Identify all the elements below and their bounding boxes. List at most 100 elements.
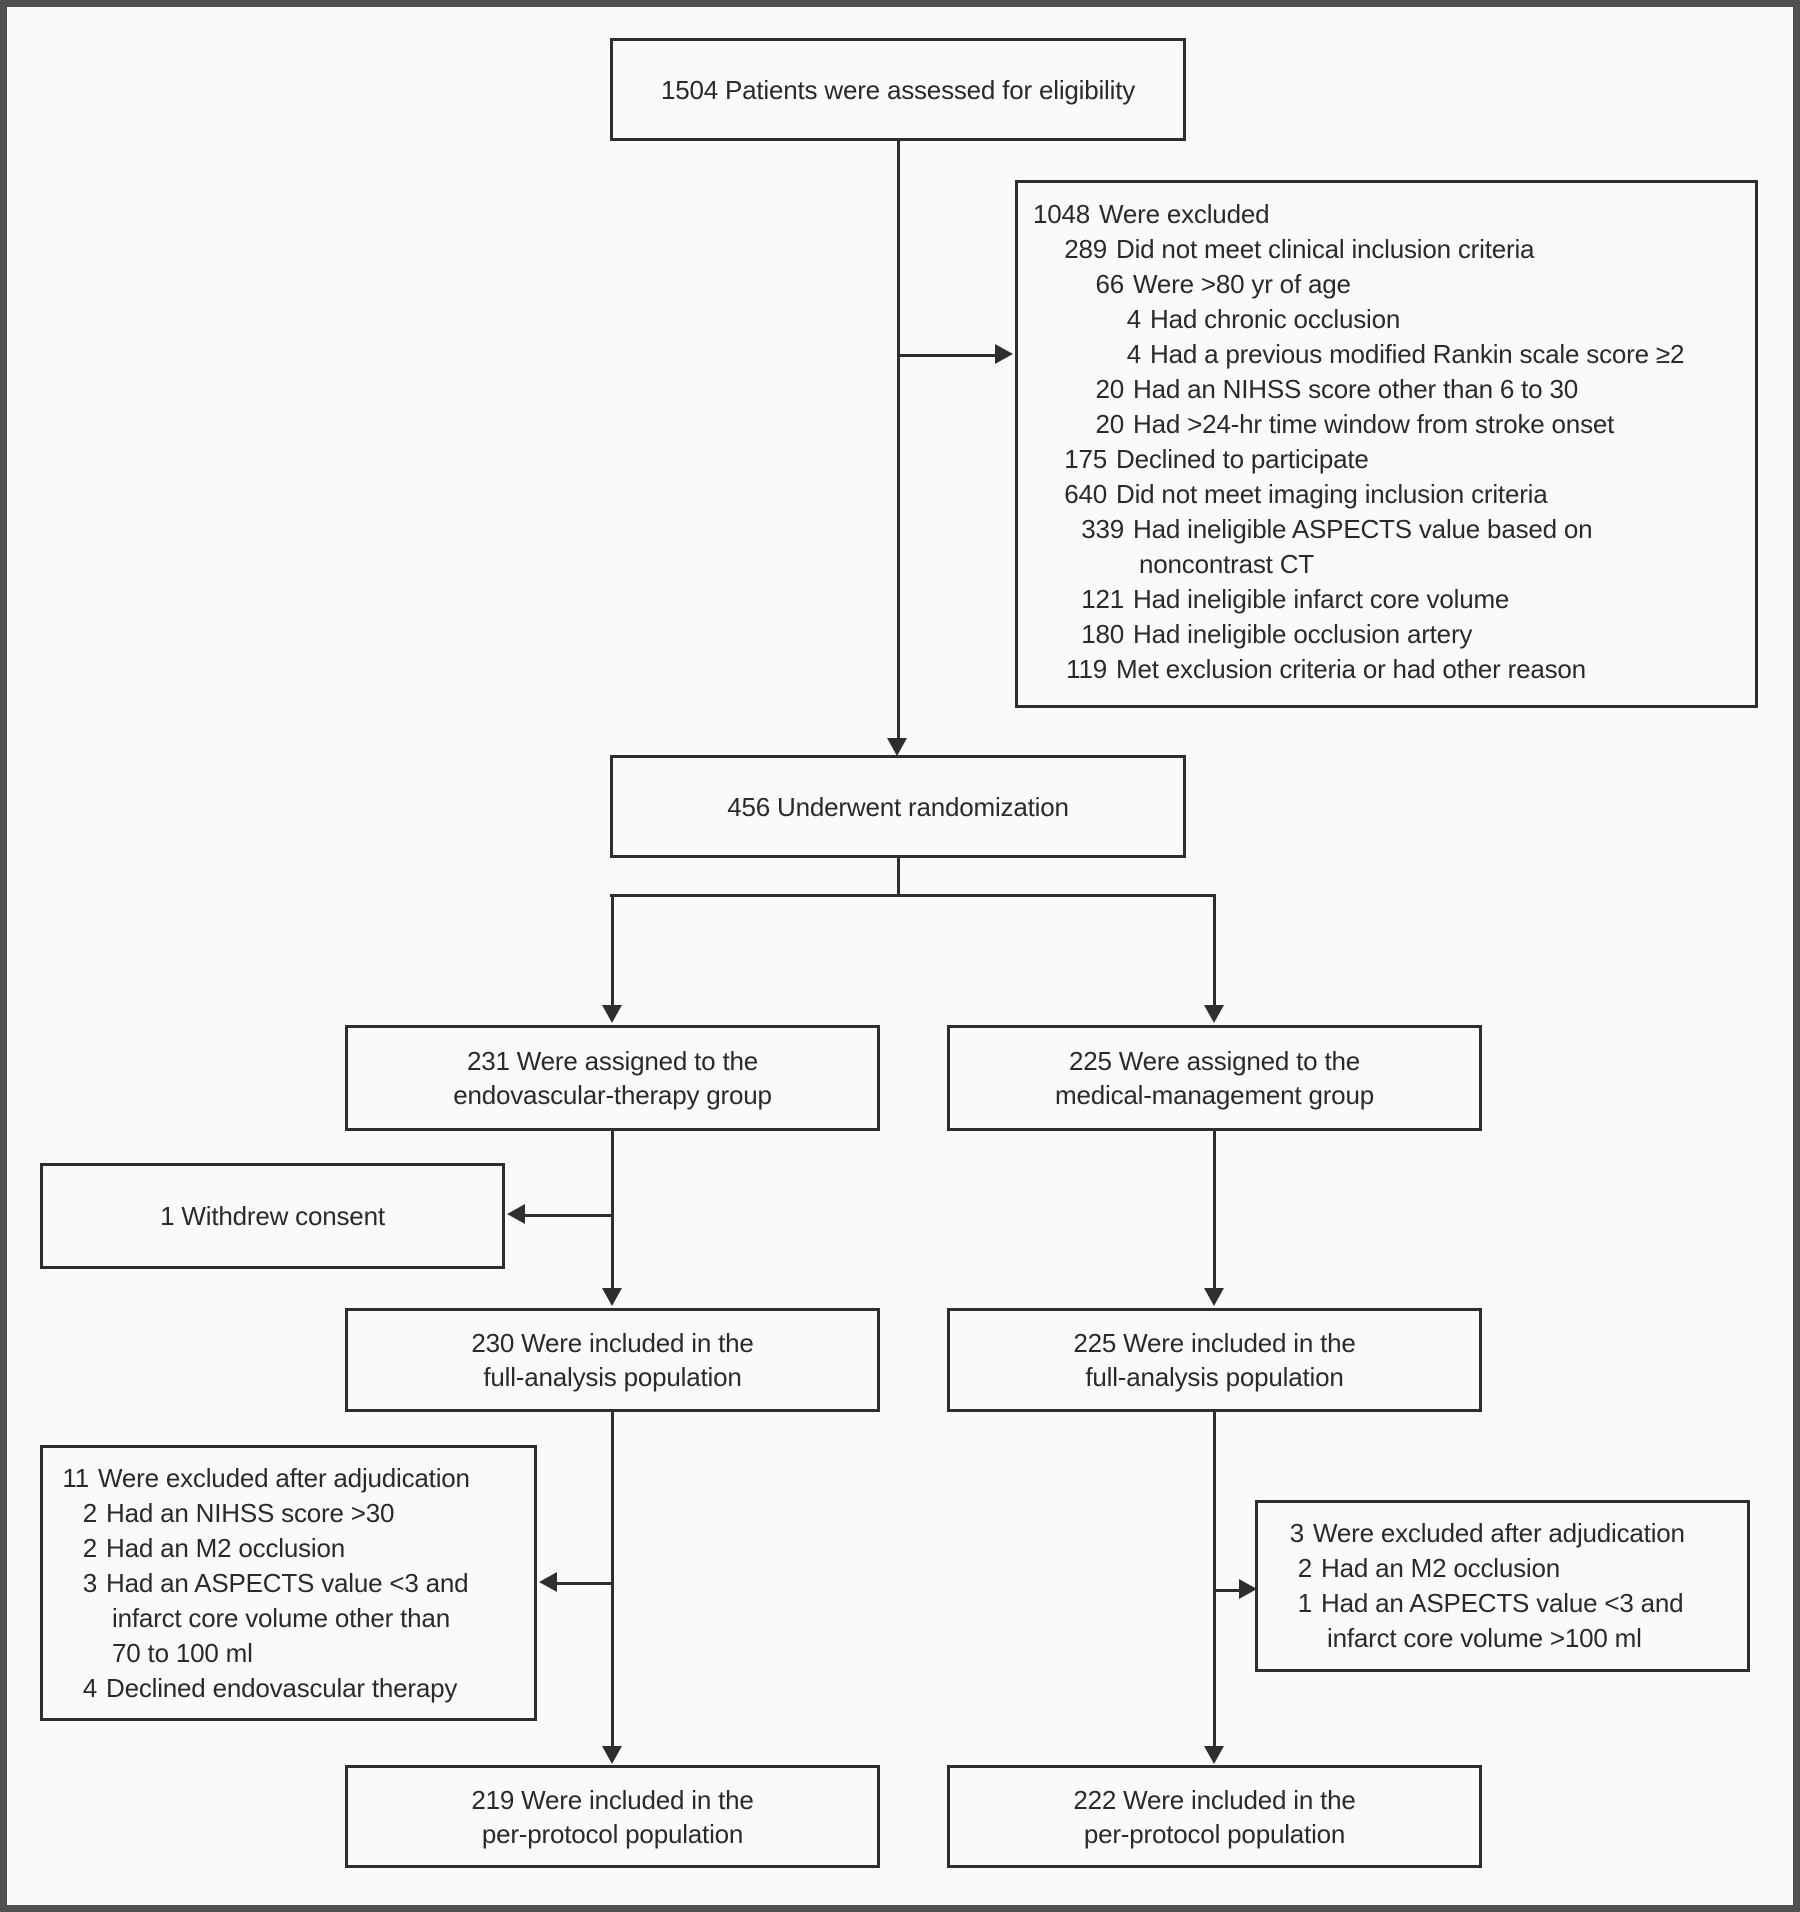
adjudication-endo-line-count: 3: [82, 1568, 97, 1598]
adjudication-medical-line-reason-continuation: infarct core volume >100 ml: [1327, 1623, 1642, 1653]
full-endo-line1: 230 Were included in the: [471, 1328, 754, 1358]
adjudication-medical-line-text: Had an M2 occlusion: [1321, 1551, 1739, 1586]
adjudication-medical-line-count: 1: [1297, 1588, 1312, 1618]
adjudication-endo-line-text: Had an M2 occlusion: [106, 1531, 526, 1566]
pp-endo-line1: 219 Were included in the: [471, 1784, 754, 1815]
excluded-line-reason: Had ineligible ASPECTS value based on: [1133, 514, 1593, 544]
excluded-line-text: Were >80 yr of age: [1133, 267, 1747, 302]
excluded-line-text: Had a previous modified Rankin scale sco…: [1150, 337, 1747, 372]
excluded-line-reason: Declined to participate: [1116, 444, 1369, 474]
arrowhead-into-assigned-medical: [1204, 1005, 1224, 1023]
arrowhead-into-adjudication-medical: [1239, 1579, 1257, 1599]
assigned-medical-line2: medical-management group: [1055, 1080, 1374, 1110]
adjudication-endo-line-text: Had an ASPECTS value <3 and infarct core…: [106, 1566, 526, 1671]
adjudication-endo-line-reason: Had an M2 occlusion: [106, 1533, 345, 1563]
excluded-line: 180 Had ineligible occlusion artery: [1030, 617, 1747, 652]
excluded-line: 1048 Were excluded: [1030, 197, 1747, 232]
full-medical-line2: full-analysis population: [1085, 1362, 1344, 1392]
box-randomization-text: 456 Underwent randomization: [727, 791, 1069, 822]
excluded-line-count: 20: [1095, 374, 1124, 404]
adjudication-endo-line: 2 Had an NIHSS score >30: [55, 1496, 526, 1531]
excluded-line-text: Had >24-hr time window from stroke onset: [1133, 407, 1747, 442]
box-eligibility-text: 1504 Patients were assessed for eligibil…: [660, 74, 1136, 105]
connector-left-branch-down: [611, 894, 614, 1007]
adjudication-medical-line: 2 Had an M2 occlusion: [1270, 1551, 1739, 1586]
excluded-line: 175 Declined to participate: [1030, 442, 1747, 477]
excluded-line-count: 119: [1066, 654, 1107, 684]
excluded-line: 20 Had >24-hr time window from stroke on…: [1030, 407, 1747, 442]
excluded-line: 121 Had ineligible infarct core volume: [1030, 582, 1747, 617]
connector-randomization-down: [897, 857, 900, 895]
adjudication-medical-line: 1 Had an ASPECTS value <3 and infarct co…: [1270, 1586, 1739, 1656]
assigned-endo-line1: 231 Were assigned to the: [466, 1046, 759, 1076]
adjudication-medical-line-text: Were excluded after adjudication: [1313, 1516, 1739, 1551]
arrowhead-into-withdrew: [507, 1204, 525, 1224]
adjudication-endo-line-count: 4: [82, 1673, 97, 1703]
adjudication-endo-line-reason: Were excluded after adjudication: [98, 1463, 470, 1493]
pp-endo-line2: per-protocol population: [481, 1818, 744, 1849]
excluded-line-reason: Had chronic occlusion: [1150, 304, 1401, 334]
excluded-line-text: Had an NIHSS score other than 6 to 30: [1133, 372, 1747, 407]
arrowhead-into-excluded: [995, 344, 1013, 364]
excluded-line-reason: Did not meet imaging inclusion criteria: [1116, 479, 1548, 509]
excluded-line-count: 20: [1095, 409, 1124, 439]
arrowhead-into-full-medical: [1204, 1288, 1224, 1306]
withdrew-text: 1 Withdrew consent: [160, 1201, 385, 1231]
adjudication-medical-line-reason: Were excluded after adjudication: [1313, 1518, 1685, 1548]
connector-assigned-medical-down: [1213, 1130, 1216, 1290]
excluded-line-reason: Had an NIHSS score other than 6 to 30: [1133, 374, 1578, 404]
excluded-line-reason: Had >24-hr time window from stroke onset: [1133, 409, 1615, 439]
box-randomization: 456 Underwent randomization: [610, 755, 1186, 858]
adjudication-endo-line: 11 Were excluded after adjudication: [55, 1461, 526, 1496]
box-excluded: 1048 Were excluded 289 Did not meet clin…: [1015, 180, 1758, 708]
box-adjudication-excluded-endovascular: 11 Were excluded after adjudication 2 Ha…: [40, 1445, 537, 1721]
adjudication-endo-line-count: 2: [82, 1533, 97, 1563]
adjudication-medical-line: 3 Were excluded after adjudication: [1270, 1516, 1739, 1551]
excluded-line-text: Declined to participate: [1116, 442, 1747, 477]
connector-full-endo-down: [611, 1412, 614, 1748]
excluded-line-count: 4: [1126, 304, 1141, 334]
adjudication-medical-line-count: 2: [1297, 1553, 1312, 1583]
full-endo-line2: full-analysis population: [483, 1362, 742, 1392]
adjudication-endo-line-text: Declined endovascular therapy: [106, 1671, 526, 1706]
adjudication-endo-line-count: 11: [62, 1463, 89, 1493]
excluded-line: 66 Were >80 yr of age: [1030, 267, 1747, 302]
excluded-line-text: Did not meet clinical inclusion criteria: [1116, 232, 1747, 267]
adjudication-endo-line-reason-continuation: infarct core volume other than 70 to 100…: [112, 1603, 450, 1668]
box-adjudication-excluded-medical: 3 Were excluded after adjudication 2 Had…: [1255, 1500, 1750, 1672]
excluded-line-count: 175: [1064, 444, 1107, 474]
adjudication-endo-line-reason: Had an NIHSS score >30: [106, 1498, 395, 1528]
adjudication-endo-line: 3 Had an ASPECTS value <3 and infarct co…: [55, 1566, 526, 1671]
excluded-line-reason: Had ineligible infarct core volume: [1133, 584, 1510, 614]
adjudication-medical-line-count: 3: [1289, 1518, 1304, 1548]
excluded-line-count: 289: [1064, 234, 1107, 264]
adjudication-endo-line-reason: Declined endovascular therapy: [106, 1673, 458, 1703]
arrowhead-into-pp-endo: [602, 1746, 622, 1764]
excluded-line: 339 Had ineligible ASPECTS value based o…: [1030, 512, 1747, 582]
box-eligibility: 1504 Patients were assessed for eligibil…: [610, 38, 1186, 141]
adjudication-endo-line: 2 Had an M2 occlusion: [55, 1531, 526, 1566]
adjudication-endo-line-text: Were excluded after adjudication: [98, 1461, 526, 1496]
connector-full-medical-down: [1213, 1412, 1216, 1748]
pp-medical-line1: 222 Were included in the: [1073, 1784, 1356, 1815]
connector-to-adjudication-medical: [1215, 1589, 1241, 1592]
excluded-line-reason: Had ineligible occlusion artery: [1133, 619, 1473, 649]
adjudication-endo-line-count: 2: [82, 1498, 97, 1528]
excluded-line: 119 Met exclusion criteria or had other …: [1030, 652, 1747, 687]
excluded-line-reason: Were excluded: [1099, 199, 1270, 229]
excluded-line-count: 640: [1064, 479, 1107, 509]
excluded-line-count: 121: [1081, 584, 1124, 614]
excluded-line-text: Had ineligible ASPECTS value based on no…: [1133, 512, 1747, 582]
box-per-protocol-medical: 222 Were included in the per-protocol po…: [947, 1765, 1482, 1868]
excluded-line: 4 Had a previous modified Rankin scale s…: [1030, 337, 1747, 372]
excluded-line-reason-continuation: noncontrast CT: [1139, 549, 1314, 579]
excluded-line-text: Had ineligible occlusion artery: [1133, 617, 1747, 652]
connector-right-branch-down: [1213, 894, 1216, 1007]
excluded-line: 20 Had an NIHSS score other than 6 to 30: [1030, 372, 1747, 407]
box-withdrew-consent: 1 Withdrew consent: [40, 1163, 505, 1269]
excluded-line-count: 180: [1081, 619, 1124, 649]
excluded-line-text: Were excluded: [1099, 197, 1747, 232]
adjudication-medical-line-text: Had an ASPECTS value <3 and infarct core…: [1321, 1586, 1739, 1656]
assigned-endo-line2: endovascular-therapy group: [453, 1080, 772, 1110]
